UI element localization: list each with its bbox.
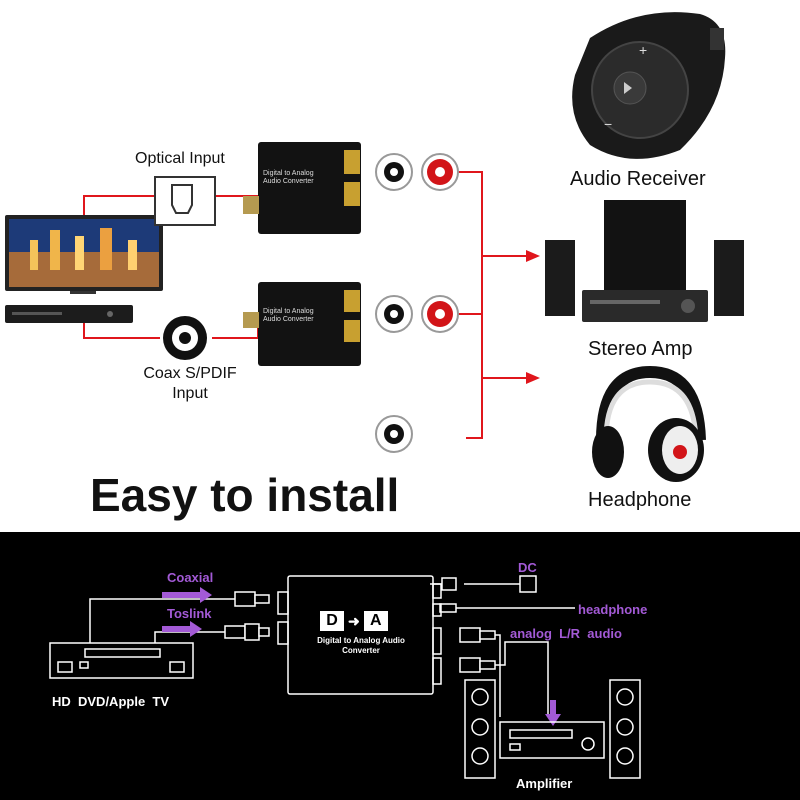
optical-connector-icon [154,176,216,226]
toslink-wire [154,631,225,643]
optical-input-label: Optical Input [135,150,225,167]
converter-2-label: Digital to Analog Audio Converter [263,308,314,324]
arrow-head-headphone [526,372,540,384]
box-title: Digital to Analog Audio Converter [296,636,426,656]
da-logo: D ➜ A [320,610,392,632]
analog-wire-right [495,641,549,717]
source-label: HD DVD/Apple TV [52,694,170,709]
rca-jack-white-1 [375,153,413,191]
dvd-player-outline [49,642,194,679]
bottom-diagram: D ➜ A Digital to Analog Audio Converter … [0,532,800,800]
converter-1-label-line1: Digital to Analog [263,170,314,177]
toslink-plug-icon [224,623,270,641]
headphone-bottom-label: headphone [578,602,648,617]
dvd-to-coax-line [83,322,160,339]
converter-2-label-line2: Audio Converter [263,316,314,323]
box-title-line1: Digital to Analog Audio [317,636,405,645]
amplifier-outline [499,721,605,759]
stereo-amp-icon [545,200,744,322]
coax-input-label: Coax S/PDIF Input [140,364,240,404]
left-speaker-outline [464,679,496,779]
da-logo-arrow-icon: ➜ [348,612,360,629]
rca-jack-red-2 [421,295,459,333]
box-title-line2: Converter [342,646,380,655]
converter-1-label-line2: Audio Converter [263,178,314,185]
analog-wire-left [495,634,501,717]
rca-jack-white-3 [375,415,413,453]
stereo-amp-label: Stereo Amp [588,338,693,360]
coaxial-plug-icon [234,591,270,607]
purple-arrows [162,587,561,726]
connection-diagram [5,12,744,482]
converter-box-2 [243,282,361,366]
converter-2-label-line1: Digital to Analog [263,308,314,315]
amplifier-label: Amplifier [516,776,573,791]
headphone-label: Headphone [588,489,692,511]
receiver-minus-label: − [604,116,613,132]
arrow-head-amp [526,250,540,262]
tv-to-optical-line [83,195,155,217]
coaxial-wire [89,598,235,643]
headline: Easy to install [90,469,400,521]
tv-icon [5,215,163,294]
converter-1-label: Digital to Analog Audio Converter [263,170,314,186]
rca-jack-white-2 [375,295,413,333]
signal-lines [83,171,528,439]
coaxial-label: Coaxial [167,570,214,585]
receiver-plus-label: + [639,42,648,58]
dvd-player-icon [5,305,133,323]
rca-jack-red-1 [421,153,459,191]
top-diagram: Optical Input Coax S/PDIF Input Digital … [5,12,744,521]
coax-input-label-line2: Input [172,385,208,402]
output-bus-line [458,171,483,439]
headphone-plug-icon [439,603,457,613]
coax-connector-icon [163,316,207,360]
coax-input-label-line1: Coax S/PDIF [143,365,237,382]
right-speaker-outline [609,679,641,779]
converter-box-outline [277,575,442,695]
analog-audio-label: analog L/R audio [510,626,622,641]
audio-receiver-label: Audio Receiver [570,168,706,190]
headphone-icon [592,365,706,482]
dc-plug-icon [441,575,537,593]
converter-box-1 [243,142,361,234]
da-logo-a: A [363,611,388,631]
audio-receiver-icon [572,12,726,159]
toslink-label: Toslink [167,606,212,621]
dc-label: DC [518,560,537,575]
da-logo-d: D [320,611,344,631]
wiring-diagram [49,575,641,779]
analog-plugs-icon [459,627,496,673]
